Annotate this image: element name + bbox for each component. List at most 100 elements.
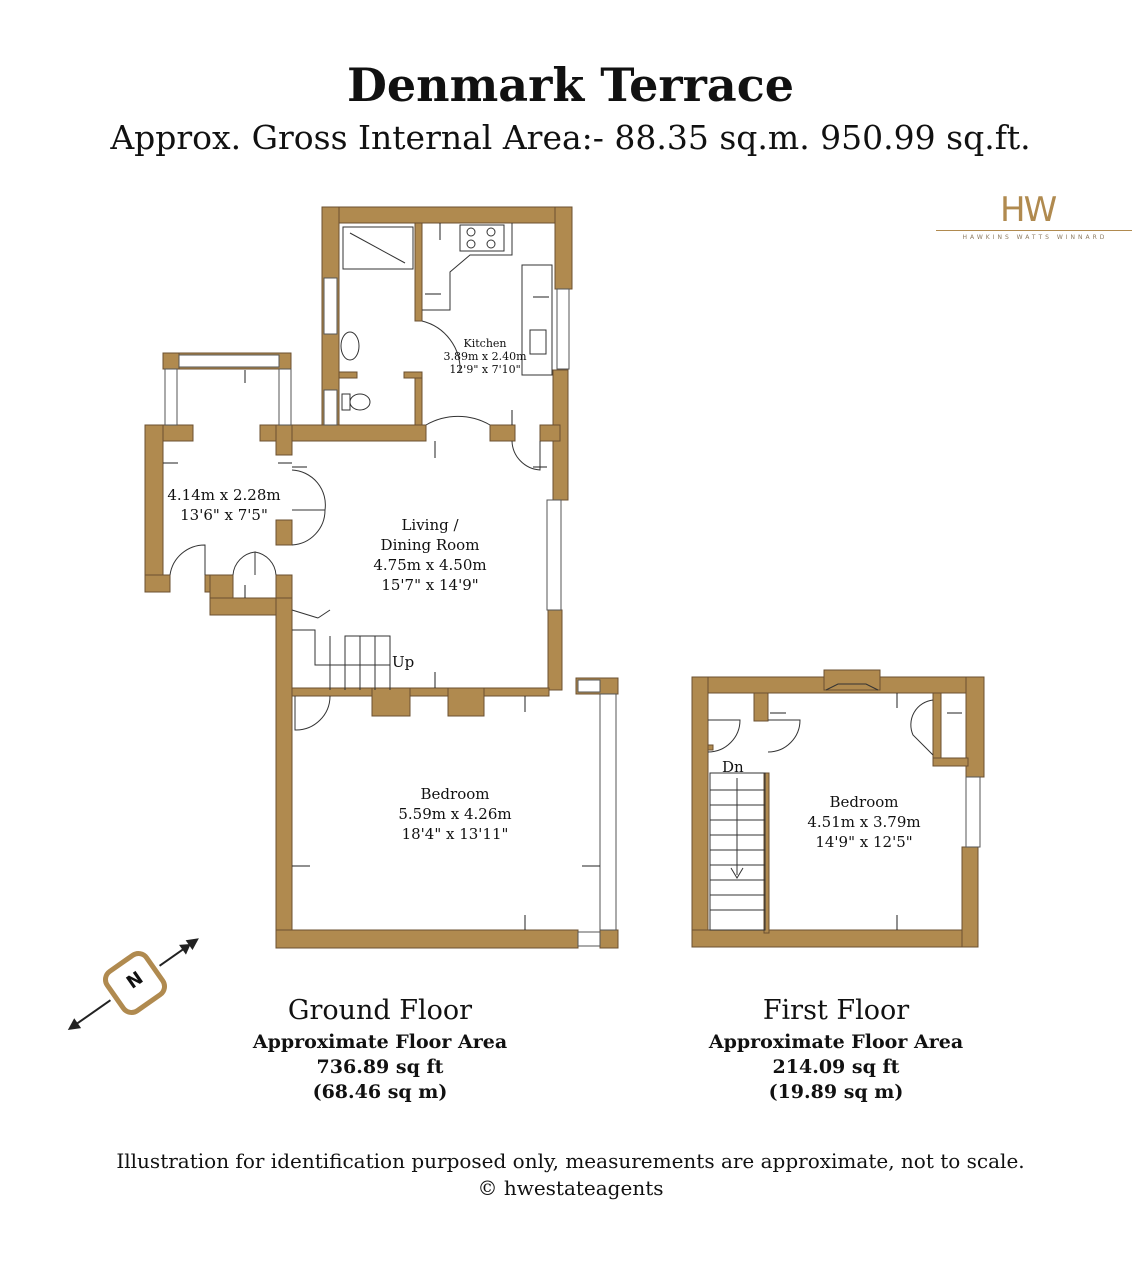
wall bbox=[961, 846, 979, 948]
door bbox=[254, 551, 277, 576]
disclaimer: Illustration for identification purposed… bbox=[116, 1149, 1025, 1173]
wall bbox=[447, 687, 485, 717]
room-label-living: Living / Dining Room 4.75m x 4.50m 15'7"… bbox=[355, 515, 505, 595]
door bbox=[169, 544, 206, 576]
wall bbox=[763, 772, 770, 934]
window bbox=[323, 277, 338, 335]
wall bbox=[547, 609, 563, 691]
floor-area-sqm: (68.46 sq m) bbox=[312, 1081, 448, 1103]
gross-area-subtitle: Approx. Gross Internal Area:- 88.35 sq.m… bbox=[110, 118, 1031, 157]
window bbox=[556, 288, 570, 370]
window bbox=[965, 776, 981, 848]
wall bbox=[162, 352, 180, 370]
window bbox=[546, 499, 562, 611]
floor-area-sqft: 736.89 sq ft bbox=[316, 1056, 444, 1078]
room-metric: 3.89m x 2.40m bbox=[443, 350, 527, 363]
room-name: Bedroom bbox=[829, 793, 899, 811]
logo-divider bbox=[936, 230, 1132, 231]
door bbox=[767, 719, 801, 753]
floor-name: First Floor bbox=[762, 995, 910, 1026]
wall bbox=[483, 687, 550, 697]
room-imperial: 12'9" x 7'10" bbox=[449, 363, 521, 376]
room-label-kitchen: Kitchen 3.89m x 2.40m 12'9" x 7'10" bbox=[440, 337, 530, 376]
wall bbox=[691, 676, 709, 948]
wall bbox=[321, 206, 573, 224]
floor-area-label: Approximate Floor Area bbox=[708, 1031, 964, 1053]
window bbox=[577, 931, 601, 947]
wall bbox=[599, 929, 619, 949]
door bbox=[232, 551, 256, 576]
wall bbox=[691, 929, 979, 948]
room-name-line2: Dining Room bbox=[380, 536, 480, 554]
floor-area-sqft: 214.09 sq ft bbox=[772, 1056, 900, 1078]
window bbox=[599, 693, 617, 931]
wall bbox=[275, 597, 293, 949]
room-metric: 5.59m x 4.26m bbox=[398, 805, 512, 823]
door bbox=[294, 695, 331, 731]
door bbox=[421, 320, 461, 373]
door bbox=[511, 440, 541, 471]
shower bbox=[342, 226, 414, 270]
room-label-bedroom-first: Bedroom 4.51m x 3.79m 14'9" x 12'5" bbox=[790, 792, 938, 852]
wall bbox=[707, 744, 714, 751]
wall bbox=[414, 371, 423, 429]
room-metric: 4.14m x 2.28m bbox=[167, 486, 281, 504]
door bbox=[291, 509, 326, 546]
wall bbox=[259, 424, 427, 442]
window bbox=[577, 679, 601, 693]
wall bbox=[753, 692, 769, 722]
ground-floor-caption: Ground Floor Approximate Floor Area 736.… bbox=[230, 995, 530, 1105]
room-imperial: 14'9" x 12'5" bbox=[815, 833, 913, 851]
room-imperial: 13'6" x 7'5" bbox=[180, 506, 268, 524]
floor-area-sqm: (19.89 sq m) bbox=[768, 1081, 904, 1103]
room-metric: 4.51m x 3.79m bbox=[807, 813, 921, 831]
hob bbox=[459, 224, 505, 252]
window bbox=[278, 368, 292, 426]
floor-area-label: Approximate Floor Area bbox=[252, 1031, 508, 1053]
wall bbox=[409, 687, 449, 697]
room-metric: 4.75m x 4.50m bbox=[373, 556, 487, 574]
wall bbox=[932, 692, 942, 766]
window bbox=[164, 368, 178, 426]
wall bbox=[403, 371, 423, 379]
wall bbox=[275, 929, 579, 949]
fireplace bbox=[825, 683, 879, 691]
wall bbox=[144, 424, 164, 593]
floor-name: Ground Floor bbox=[287, 995, 473, 1026]
sink bbox=[521, 264, 553, 376]
page-title: Denmark Terrace bbox=[347, 58, 794, 112]
wall bbox=[554, 206, 573, 290]
room-imperial: 15'7" x 14'9" bbox=[381, 576, 479, 594]
wall bbox=[144, 574, 171, 593]
door bbox=[291, 469, 326, 511]
room-label-bedroom-ground: Bedroom 5.59m x 4.26m 18'4" x 13'11" bbox=[375, 784, 535, 844]
door bbox=[910, 699, 934, 756]
wall bbox=[371, 687, 411, 717]
stairs-label-down: Dn bbox=[722, 758, 744, 776]
room-name: Bedroom bbox=[420, 785, 490, 803]
logo-mark: HW bbox=[1000, 190, 1057, 230]
window bbox=[178, 354, 280, 368]
wall bbox=[275, 519, 293, 546]
wall bbox=[539, 424, 561, 442]
room-imperial: 18'4" x 13'11" bbox=[401, 825, 509, 843]
first-floor-caption: First Floor Approximate Floor Area 214.0… bbox=[686, 995, 986, 1105]
copyright: © hwestateagents bbox=[477, 1176, 664, 1200]
window bbox=[323, 389, 338, 426]
brand-logo: HW HAWKINS WATTS WINNARD bbox=[936, 190, 1132, 246]
toilet bbox=[349, 393, 371, 411]
wall bbox=[414, 222, 423, 322]
compass-icon bbox=[67, 938, 199, 1031]
wall bbox=[275, 424, 293, 456]
door bbox=[425, 415, 491, 426]
wall bbox=[823, 669, 881, 691]
wall bbox=[338, 371, 358, 379]
stairs-label-up: Up bbox=[392, 653, 415, 671]
stairs bbox=[709, 772, 766, 931]
door bbox=[707, 719, 741, 753]
basin bbox=[340, 331, 360, 361]
room-name: Kitchen bbox=[463, 337, 507, 350]
wall bbox=[965, 676, 985, 778]
wall bbox=[489, 424, 516, 442]
